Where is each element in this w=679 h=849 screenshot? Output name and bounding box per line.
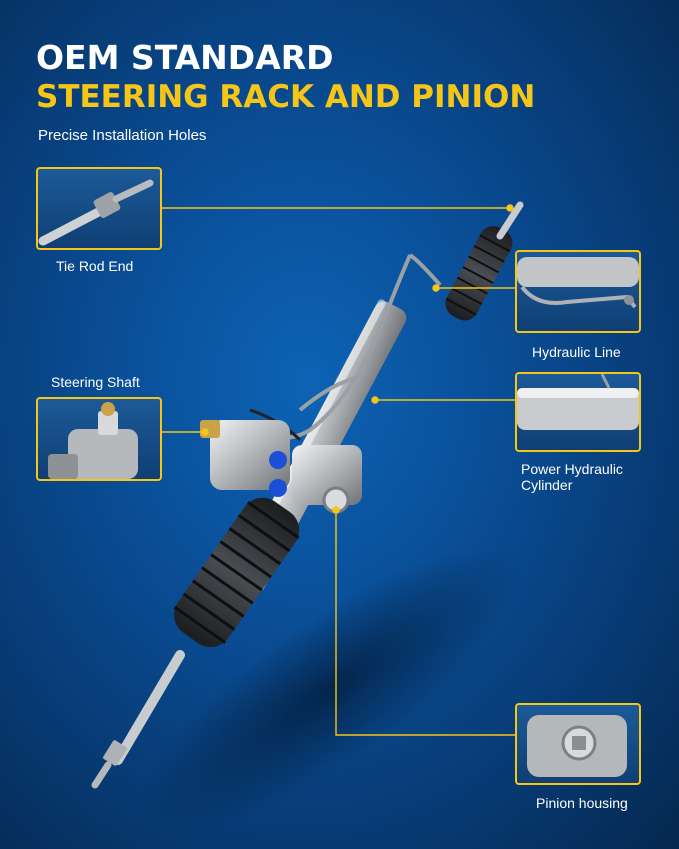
pinion-housing-label: Pinion housing (536, 795, 628, 811)
tie-rod-end-inset (36, 167, 162, 250)
power-hydraulic-cylinder-label-line1: Power Hydraulic (521, 461, 623, 477)
subtitle: Precise Installation Holes (38, 127, 207, 144)
valve-body (200, 420, 362, 514)
title-line-2: STEERING RACK AND PINION (36, 79, 536, 115)
pinion-housing-inset (515, 703, 641, 785)
title-line-1: OEM STANDARD (36, 38, 334, 77)
power-hydraulic-cylinder-label: Power Hydraulic Cylinder (521, 461, 623, 493)
upper-boot (445, 226, 513, 321)
hydraulic-line (263, 254, 412, 440)
steering-shaft-inset (36, 397, 162, 481)
power-hydraulic-cylinder-label-line2: Cylinder (521, 477, 573, 493)
power-hydraulic-cylinder-inset (515, 372, 641, 452)
tie-rod-end-label: Tie Rod End (56, 258, 134, 274)
lower-boot (173, 497, 300, 648)
hydraulic-line-label: Hydraulic Line (532, 344, 621, 360)
steering-shaft-label: Steering Shaft (51, 374, 140, 390)
hydraulic-line-inset (515, 250, 641, 333)
